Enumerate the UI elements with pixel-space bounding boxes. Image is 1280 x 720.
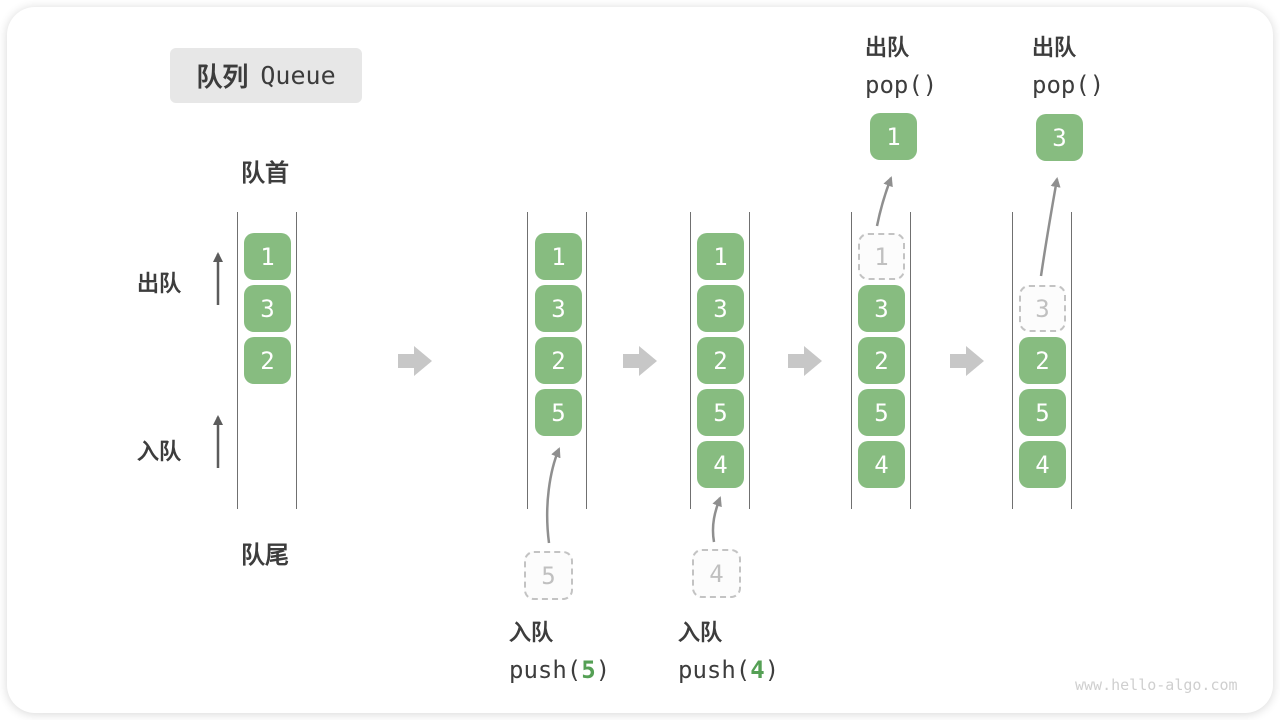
op-label-pop-2: 出队 pop() [1032, 30, 1104, 99]
op-code: push(5) [509, 656, 611, 684]
label-enqueue-side: 入队 [137, 439, 182, 464]
queue-cell: 1 [697, 233, 744, 280]
queue-cell: 4 [697, 441, 744, 488]
queue-cell: 2 [1019, 337, 1066, 384]
popped-cell: 3 [1036, 114, 1083, 161]
queue-cell: 2 [697, 337, 744, 384]
queue-cell: 2 [535, 337, 582, 384]
op-action: 出队 [865, 35, 910, 60]
queue-cell: 5 [858, 389, 905, 436]
op-label-push-4: 入队 push(4) [678, 615, 779, 684]
op-label-push-5: 入队 push(5) [509, 615, 610, 684]
op-arg: 4 [750, 656, 765, 684]
queue-column-5 [1012, 212, 1072, 509]
queue-cell: 3 [535, 285, 582, 332]
incoming-cell: 4 [692, 549, 741, 598]
op-code: pop() [865, 71, 938, 99]
diagram-card [7, 7, 1273, 713]
queue-cell: 1 [244, 233, 291, 280]
queue-cell-ghost: 1 [858, 233, 905, 280]
title-zh: 队列 [196, 62, 249, 92]
queue-cell: 5 [535, 389, 582, 436]
queue-cell: 4 [858, 441, 905, 488]
queue-column-2 [527, 212, 587, 509]
queue-column-3 [690, 212, 750, 509]
label-queue-rear: 队尾 [241, 542, 289, 569]
queue-cell: 5 [1019, 389, 1066, 436]
queue-cell: 3 [697, 285, 744, 332]
popped-cell: 1 [870, 113, 917, 160]
op-arg: 5 [581, 656, 596, 684]
queue-cell: 2 [244, 337, 291, 384]
op-label-pop-1: 出队 pop() [865, 30, 937, 99]
queue-column-4 [851, 212, 911, 509]
queue-cell: 2 [858, 337, 905, 384]
label-queue-front: 队首 [241, 160, 289, 187]
queue-cell: 3 [858, 285, 905, 332]
queue-cell: 3 [244, 285, 291, 332]
op-code: push(4) [678, 656, 780, 684]
incoming-cell: 5 [524, 551, 573, 600]
op-action: 入队 [509, 620, 554, 645]
queue-cell: 4 [1019, 441, 1066, 488]
op-code: pop() [1032, 71, 1105, 99]
op-action: 出队 [1032, 35, 1077, 60]
queue-cell: 5 [697, 389, 744, 436]
queue-column-1 [237, 212, 297, 509]
op-action: 入队 [678, 620, 723, 645]
watermark: www.hello-algo.com [1075, 676, 1238, 694]
title-badge: 队列 Queue [170, 48, 362, 103]
title-en: Queue [260, 61, 336, 90]
queue-cell-ghost: 3 [1019, 285, 1066, 332]
queue-cell: 1 [535, 233, 582, 280]
label-dequeue-side: 出队 [137, 271, 182, 296]
